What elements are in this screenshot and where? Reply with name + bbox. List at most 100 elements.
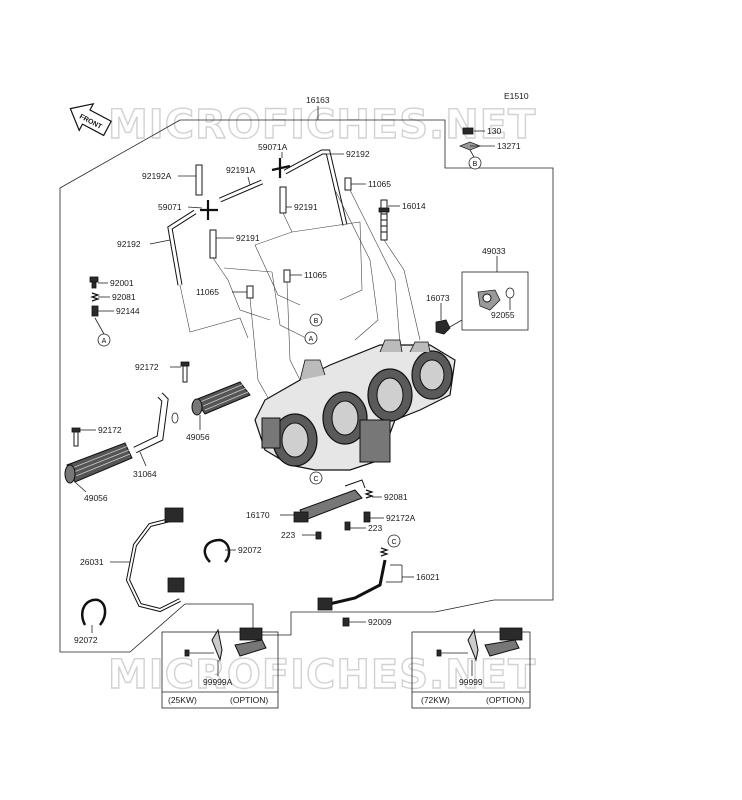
label-92081-right: 92081 <box>384 492 408 502</box>
watermark-bottom: MICROFICHES.NET <box>108 652 536 698</box>
diagram-code: E1510 <box>504 91 529 101</box>
leader-16073-box <box>447 319 463 329</box>
label-92081-left: 92081 <box>112 292 136 302</box>
option-right-kw: (72KW) <box>421 695 450 705</box>
cap-11065-mid <box>283 269 291 283</box>
label-99999a: 99999A <box>203 677 233 687</box>
fitting-49033 <box>477 289 501 311</box>
sensor-16170 <box>293 479 366 523</box>
label-16170: 16170 <box>246 510 270 520</box>
label-49056-mid: 49056 <box>186 432 210 442</box>
option-part-99999a <box>184 627 267 662</box>
label-92192a: 92192A <box>142 171 172 181</box>
spring-92081-right <box>364 489 374 499</box>
label-11065-left: 11065 <box>196 287 219 297</box>
label-92009: 92009 <box>368 617 392 627</box>
hose-92192a <box>195 164 203 196</box>
front-arrow-icon: FRONT <box>69 102 112 137</box>
watermark-top: MICROFICHES.NET <box>108 102 536 148</box>
throttle-body-assembly <box>254 339 456 471</box>
option-right-label: (OPTION) <box>486 695 524 705</box>
hose-92192-left <box>167 209 197 286</box>
screw-92172-left <box>71 427 81 447</box>
clamp-92072-mid <box>203 538 231 563</box>
label-92192-top: 92192 <box>346 149 370 159</box>
label-223-b: 223 <box>281 530 295 540</box>
cap-11065-left <box>246 285 254 299</box>
label-223-a: 223 <box>368 523 382 533</box>
screw-92001 <box>89 276 99 289</box>
guide-lines <box>179 189 421 411</box>
label-92144: 92144 <box>116 306 140 316</box>
ref-circle-a-left: A <box>97 333 111 347</box>
label-92172a: 92172A <box>386 513 416 523</box>
label-92072-bot: 92072 <box>74 635 98 645</box>
hose-92192-top <box>283 149 348 226</box>
screw-92172-top <box>180 361 190 383</box>
label-130: 130 <box>487 126 501 136</box>
fitting-59071 <box>200 200 218 220</box>
label-99999: 99999 <box>459 677 483 687</box>
label-31064: 31064 <box>133 469 157 479</box>
option-box-72kw: (72KW) (OPTION) <box>411 631 531 709</box>
ref-circle-b-top: B <box>468 156 482 170</box>
screw-223-b <box>315 531 322 540</box>
bolt-130 <box>462 127 474 135</box>
svg-text:C: C <box>313 476 318 483</box>
label-92192-left: 92192 <box>117 239 141 249</box>
label-92072-mid: 92072 <box>238 545 262 555</box>
label-16163: 16163 <box>306 95 330 105</box>
delivery-pipe-49056-left <box>64 442 133 484</box>
label-16014: 16014 <box>402 201 426 211</box>
label-59071: 59071 <box>158 202 182 212</box>
ref-circle-b-mid: B <box>309 313 323 327</box>
label-49033: 49033 <box>482 246 506 256</box>
label-92055: 92055 <box>491 310 515 320</box>
label-92191-low: 92191 <box>236 233 260 243</box>
cable-16021 <box>317 547 389 611</box>
hose-92191a <box>219 179 263 203</box>
option-part-99999 <box>436 627 523 662</box>
nut-16073 <box>435 319 451 335</box>
svg-text:A: A <box>102 338 107 345</box>
screw-16014 <box>378 199 390 241</box>
label-11065-top: 11065 <box>368 179 391 189</box>
pipe-31064 <box>133 392 179 454</box>
ref-circle-a-mid: A <box>304 331 318 345</box>
label-16073: 16073 <box>426 293 450 303</box>
label-49056-left: 49056 <box>84 493 108 503</box>
label-13271: 13271 <box>497 141 521 151</box>
main-outline <box>59 119 554 653</box>
screw-92009 <box>342 617 350 627</box>
label-11065-mid: 11065 <box>304 270 327 280</box>
harness-26031 <box>125 507 185 613</box>
box-49033 <box>461 271 529 331</box>
leader-92144-a <box>94 317 105 335</box>
label-92191a: 92191A <box>226 165 256 175</box>
svg-text:B: B <box>473 161 478 168</box>
svg-text:A: A <box>309 336 314 343</box>
cap-11065-top <box>344 177 352 191</box>
svg-text:C: C <box>391 539 396 546</box>
fitting-59071a <box>271 158 291 178</box>
svg-text:B: B <box>314 318 319 325</box>
label-59071a: 59071A <box>258 142 288 152</box>
spring-92081-left <box>90 292 100 302</box>
option-box-25kw: (25KW) (OPTION) <box>161 631 279 709</box>
ref-circle-c-low: C <box>387 534 401 548</box>
screw-92144 <box>91 305 99 317</box>
label-26031: 26031 <box>80 557 104 567</box>
screw-223-a <box>344 521 351 531</box>
option-left-kw: (25KW) <box>168 695 197 705</box>
label-92191-mid: 92191 <box>294 202 318 212</box>
option-left-label: (OPTION) <box>230 695 268 705</box>
clamp-92072-bot <box>81 598 107 626</box>
label-92172-top: 92172 <box>135 362 159 372</box>
hose-92191-low <box>209 229 217 259</box>
label-92172-left: 92172 <box>98 425 122 435</box>
delivery-pipe-49056-mid <box>191 381 251 416</box>
oring-92055 <box>505 287 515 299</box>
ref-circle-c-mid: C <box>309 471 323 485</box>
label-92001: 92001 <box>110 278 134 288</box>
